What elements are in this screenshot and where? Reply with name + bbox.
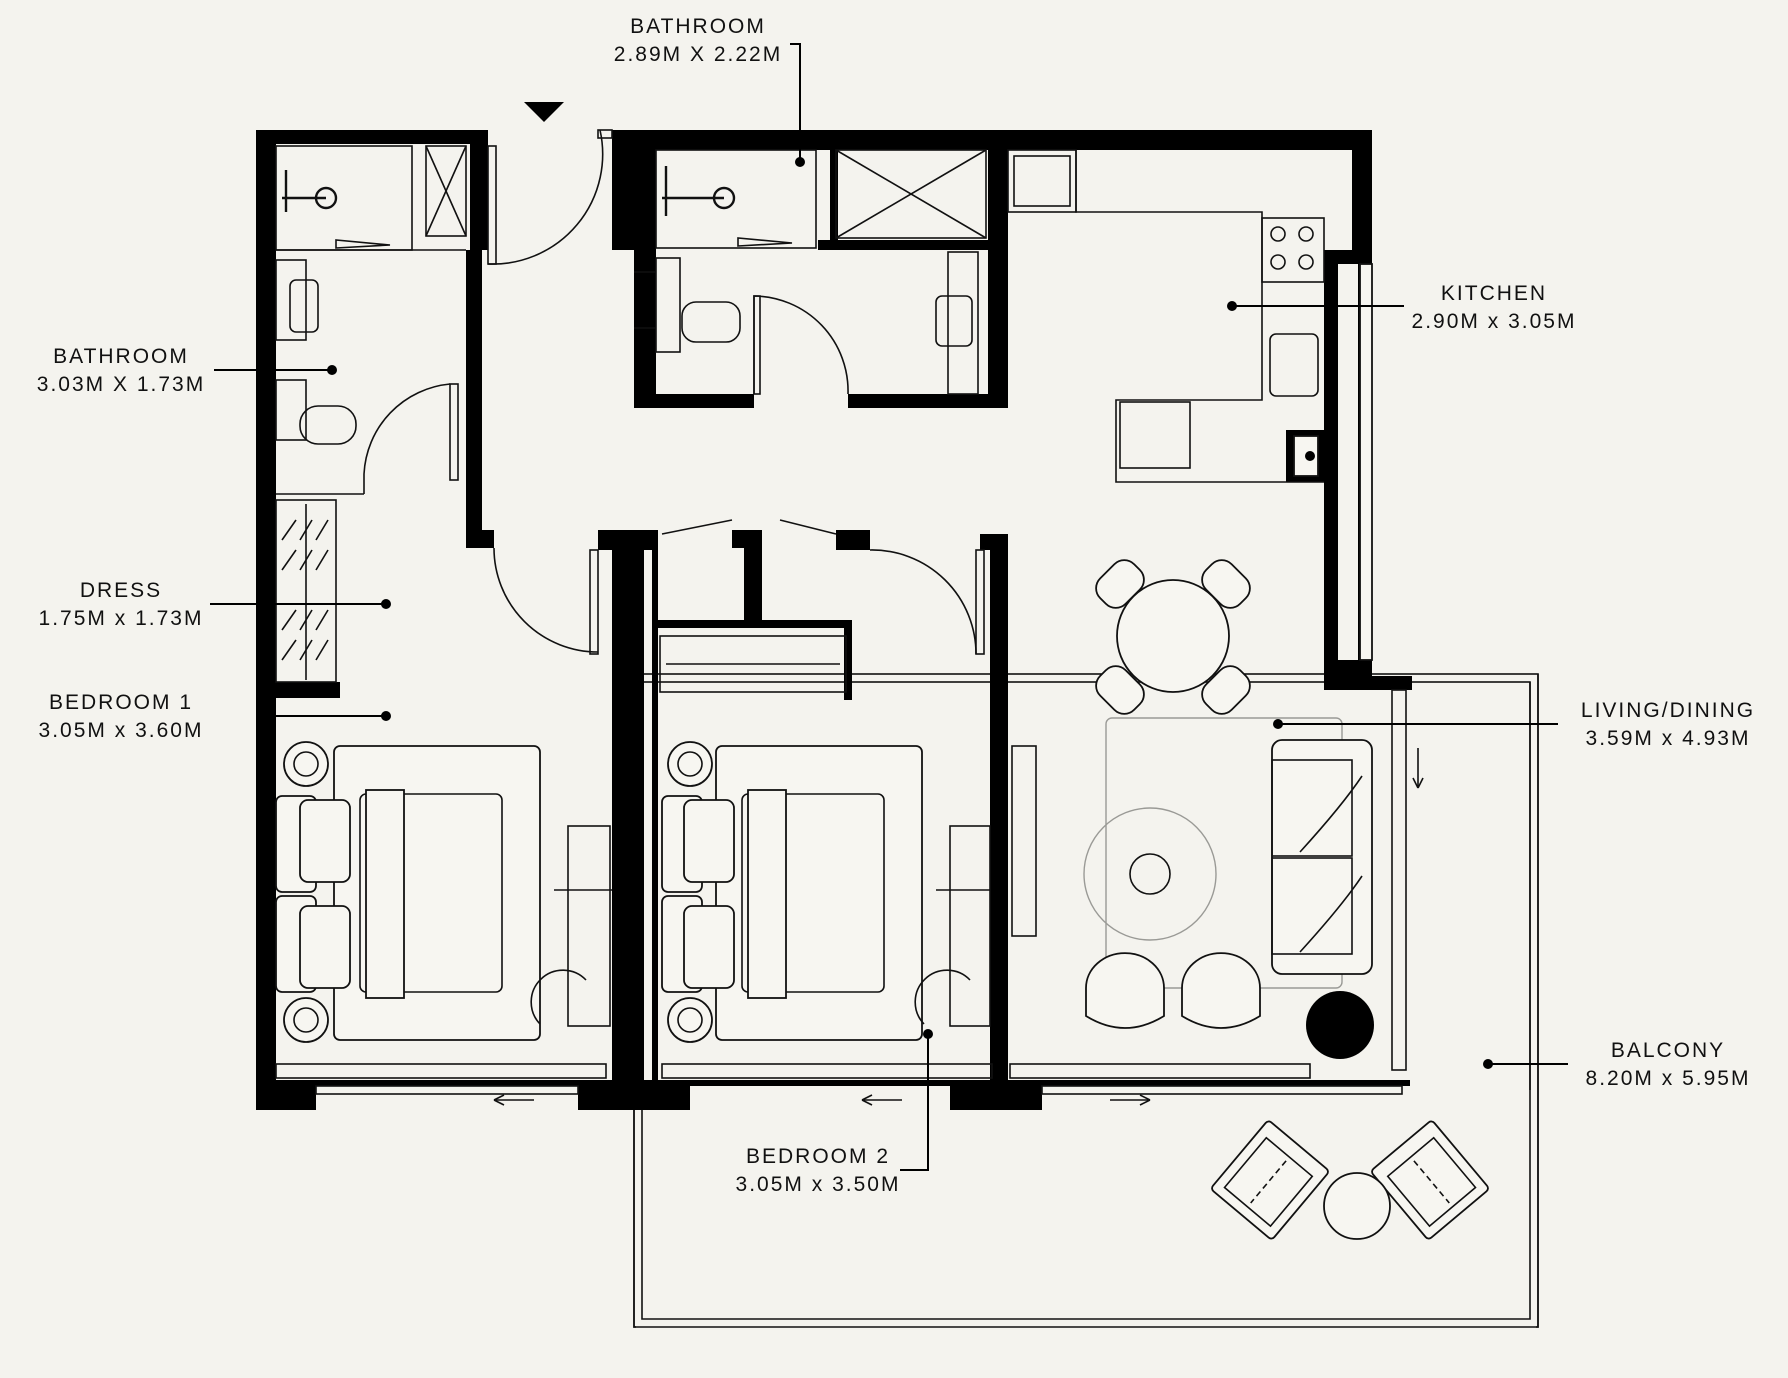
room-name: DRESS xyxy=(80,579,162,602)
room-name: KITCHEN xyxy=(1441,282,1547,305)
room-label-bathroom-top: BATHROOM 2.89M X 2.22M xyxy=(614,15,782,66)
balcony-area xyxy=(633,673,1539,1330)
exterior-walls xyxy=(256,130,1412,1110)
room-size: 2.89M X 2.22M xyxy=(614,43,782,66)
room-label-bedroom-1: BEDROOM 1 3.05M x 3.60M xyxy=(39,691,204,742)
room-size: 2.90M x 3.05M xyxy=(1412,310,1577,333)
room-label-living-dining: LIVING/DINING 3.59M x 4.93M xyxy=(1581,699,1755,750)
room-label-bathroom-left: BATHROOM 3.03M X 1.73M xyxy=(37,345,205,396)
fixtures xyxy=(275,129,1424,1106)
room-name: BEDROOM 1 xyxy=(49,691,193,714)
triangle-down-icon xyxy=(524,102,564,122)
room-label-bedroom-2: BEDROOM 2 3.05M x 3.50M xyxy=(736,1145,901,1196)
room-label-dress: DRESS 1.75M x 1.73M xyxy=(39,579,204,630)
room-label-kitchen: KITCHEN 2.90M x 3.05M xyxy=(1412,282,1577,333)
room-label-balcony: BALCONY 8.20M x 5.95M xyxy=(1586,1039,1751,1090)
room-size: 3.05M x 3.50M xyxy=(736,1173,901,1196)
room-size: 3.59M x 4.93M xyxy=(1586,727,1751,750)
room-size: 8.20M x 5.95M xyxy=(1586,1067,1751,1090)
room-name: LIVING/DINING xyxy=(1581,699,1755,722)
room-name: BATHROOM xyxy=(53,345,189,368)
room-name: BALCONY xyxy=(1611,1039,1725,1062)
label-leaders xyxy=(210,43,1568,1171)
room-size: 3.03M X 1.73M xyxy=(37,373,205,396)
room-name: BEDROOM 2 xyxy=(746,1145,890,1168)
room-size: 3.05M x 3.60M xyxy=(39,719,204,742)
room-name: BATHROOM xyxy=(630,15,766,38)
room-size: 1.75M x 1.73M xyxy=(39,607,204,630)
